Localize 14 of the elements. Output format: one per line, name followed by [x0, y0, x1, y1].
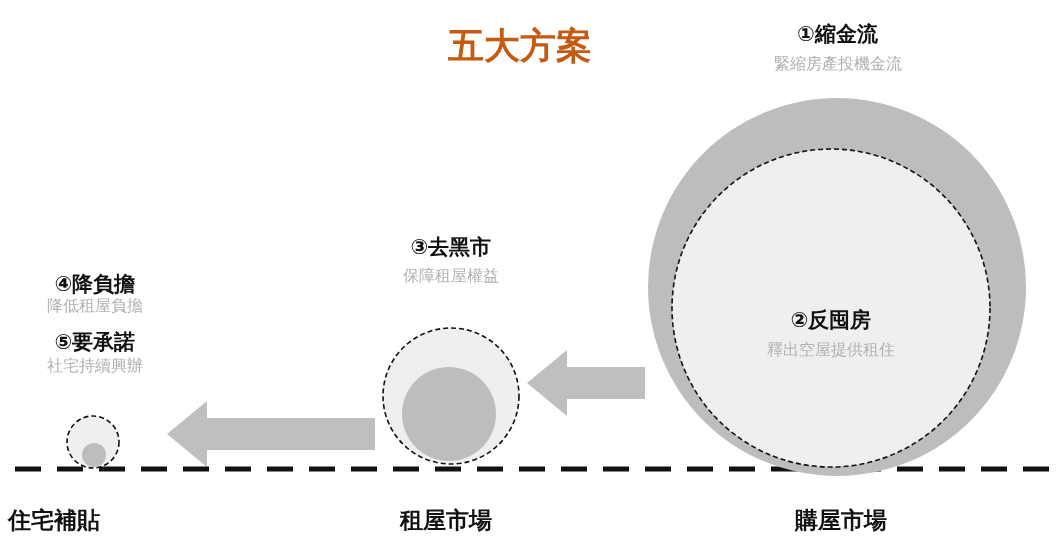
market-label: 住宅補貼: [8, 506, 100, 535]
subtitle: 降低租屋負擔: [46, 296, 144, 317]
heading: ④降負擔: [53, 271, 137, 298]
heading: ⑤要承諾: [53, 329, 137, 356]
market-label: 購屋市場: [795, 506, 887, 535]
market-label: 租屋市場: [400, 506, 492, 535]
circle-icon: [82, 443, 106, 467]
block-arrow: [527, 350, 645, 416]
subtitle: 社宅持續興辦: [46, 356, 144, 377]
circle-icon: [401, 366, 497, 462]
heading: ③去黑市: [409, 234, 493, 261]
block-arrow: [167, 401, 375, 467]
subtitle: 保障租屋權益: [402, 266, 500, 287]
title: 五大方案: [447, 24, 593, 68]
